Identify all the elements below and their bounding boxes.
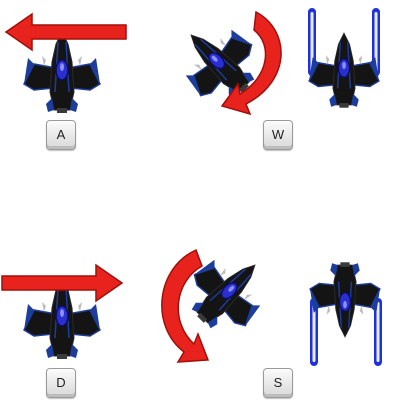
key-a[interactable]: A <box>46 120 76 150</box>
key-s[interactable]: S <box>263 368 293 398</box>
ship-w-thrust <box>308 8 380 109</box>
starfighter-icon <box>23 31 101 114</box>
key-d[interactable]: D <box>46 368 76 398</box>
ship-s-thrust <box>309 261 382 366</box>
key-w[interactable]: W <box>263 120 293 150</box>
ship-a <box>23 31 101 114</box>
starfighter-icon <box>308 32 380 109</box>
rotate-counterclockwise-icon <box>161 248 210 363</box>
starfighter-icon <box>309 261 381 338</box>
rotate-clockwise-icon <box>220 10 282 116</box>
